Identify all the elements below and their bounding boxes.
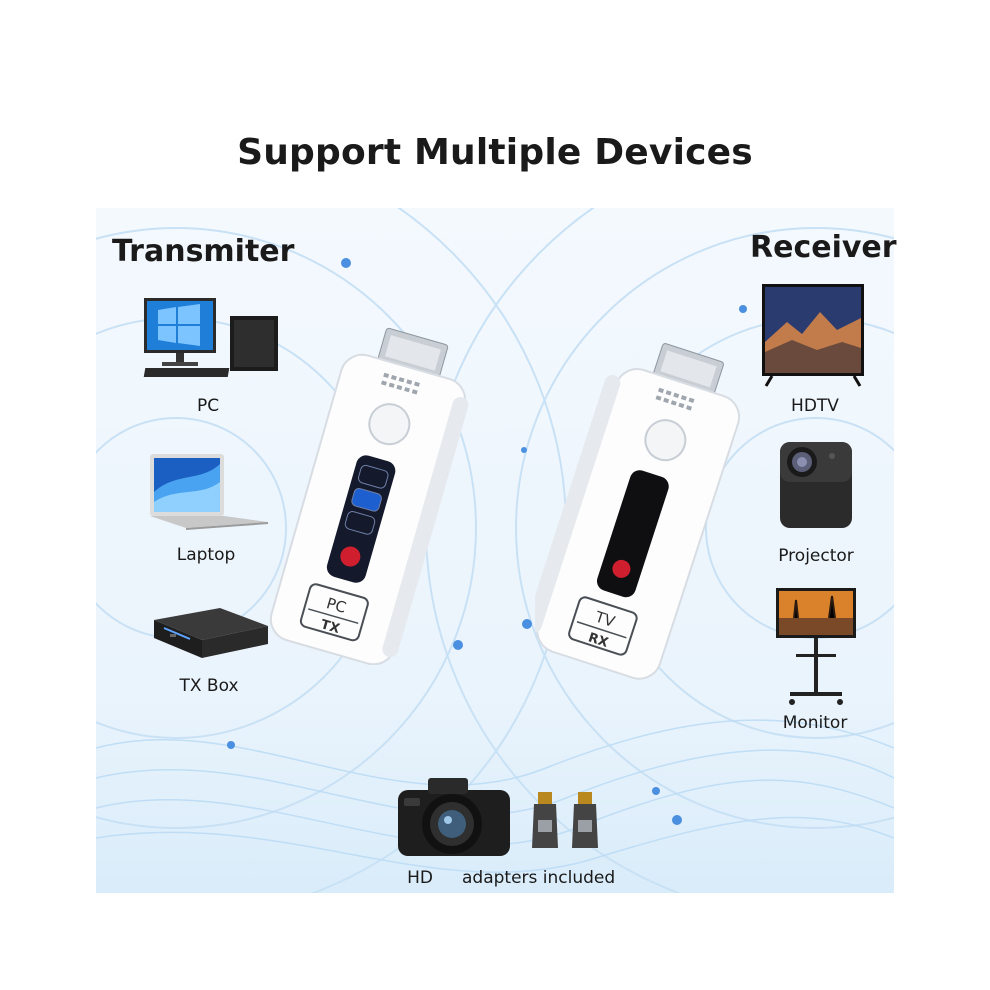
transmitter-dongle: PC TX [268, 325, 473, 665]
page-title: Support Multiple Devices [237, 132, 753, 173]
laptop-label: Laptop [176, 545, 236, 565]
rx-dongle-top-label: TV [592, 607, 618, 631]
transmitter-heading: Transmiter [112, 234, 295, 269]
adapters-label: adapters included [462, 868, 616, 888]
rx-dongle-bottom-label: RX [586, 630, 610, 650]
projector-label: Projector [778, 546, 854, 566]
monitor-label: Monitor [782, 713, 848, 733]
receiver-heading: Receiver [750, 230, 897, 265]
projector-image [778, 438, 856, 532]
monitor-image [774, 586, 858, 710]
hdtv-image [762, 282, 866, 392]
receiver-dongle: TV RX [535, 340, 750, 685]
tx-dongle-top-label: PC [324, 594, 348, 617]
pc-image [138, 296, 283, 384]
hdtv-label: HDTV [791, 396, 839, 416]
tx-dongle-bottom-label: TX [319, 617, 341, 637]
camera-label: HD [407, 868, 433, 888]
camera-image [396, 772, 514, 862]
devices-panel [96, 208, 894, 893]
background-waves [96, 208, 894, 893]
laptop-image [146, 452, 271, 532]
tx-box-image [150, 604, 272, 664]
pc-label: PC [196, 396, 220, 416]
adapters-image [528, 790, 604, 854]
tx-box-label: TX Box [179, 676, 239, 696]
